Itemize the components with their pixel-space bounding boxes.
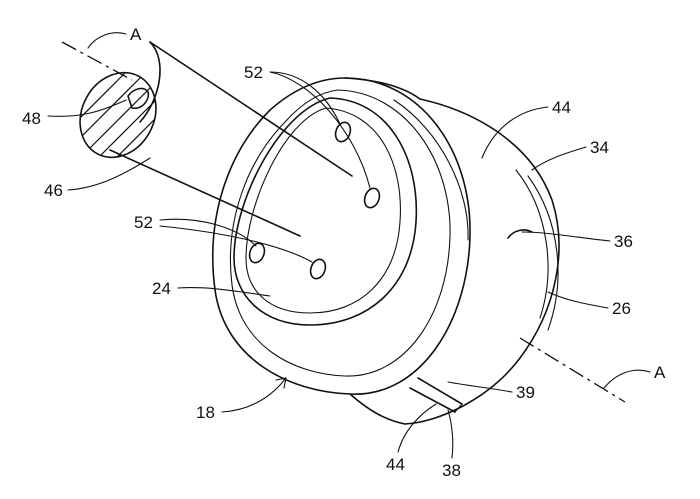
hole-upper-1: [334, 121, 352, 143]
leader-52-top-b: [269, 71, 371, 189]
inner-face-rim: [245, 107, 401, 314]
rear-face-outline: [404, 98, 560, 425]
reference-labels: A 52 48 46 44 34 36 52 24 26 A 18 39 44 …: [22, 25, 666, 480]
leader-52-bottom-b: [159, 225, 313, 263]
rear-edge-line: [515, 169, 549, 319]
side-hole: [507, 229, 533, 239]
hole-lower-1: [248, 242, 266, 264]
rear-edge-line-2: [527, 175, 559, 331]
label-36: 36: [614, 232, 633, 251]
leader-39: [447, 381, 513, 393]
front-groove-ring: [229, 89, 451, 377]
shaft-end-curve: [139, 41, 161, 123]
shaft-bore: [127, 87, 150, 110]
leader-52-top-a: [269, 71, 341, 125]
label-52-bottom: 52: [134, 213, 153, 232]
leader-46: [67, 157, 151, 191]
hole-lower-2: [309, 258, 327, 280]
leader-44-bottom: [397, 403, 437, 453]
label-a-top: A: [130, 25, 142, 44]
leader-18-arrowhead: [275, 377, 287, 389]
label-24: 24: [152, 279, 171, 298]
leader-24: [177, 287, 271, 297]
slot-edge-1: [417, 377, 463, 405]
leader-44-top: [481, 106, 549, 159]
label-44-bottom: 44: [386, 455, 405, 474]
label-a-bottom: A: [654, 363, 666, 382]
cylinder-body: [212, 77, 560, 425]
leader-lines: [47, 32, 651, 459]
shaft-bottom-edge: [109, 149, 301, 237]
axis-line-bottom: [519, 337, 626, 403]
leader-26: [547, 291, 609, 309]
label-48: 48: [22, 109, 41, 128]
label-38: 38: [442, 461, 461, 480]
front-face-outer: [212, 77, 471, 395]
leader-a-bottom: [603, 369, 651, 389]
shaft-top-edge: [149, 41, 353, 177]
label-26: 26: [612, 299, 631, 318]
leader-48: [47, 99, 127, 117]
body-bottom-edge: [349, 393, 406, 425]
shaft: [69, 41, 353, 237]
body-top-edge: [344, 77, 421, 100]
leader-34: [531, 146, 587, 171]
shoulder-line: [393, 99, 469, 241]
section-hatching: [69, 59, 167, 171]
leader-36: [521, 231, 611, 242]
leader-a-top: [87, 32, 127, 49]
inner-face: [233, 97, 418, 326]
shaft-end-section: [79, 71, 157, 159]
label-18: 18: [196, 403, 215, 422]
hole-upper-2: [363, 187, 381, 209]
slot-end: [454, 403, 463, 413]
leader-38: [447, 409, 454, 459]
label-34: 34: [590, 138, 609, 157]
label-52-top: 52: [244, 63, 263, 82]
slot-edge-2: [409, 387, 456, 413]
label-46: 46: [44, 181, 63, 200]
label-39: 39: [516, 383, 535, 402]
leader-18: [221, 377, 287, 413]
axis-line-top: [61, 41, 133, 81]
label-44-top: 44: [552, 98, 571, 117]
